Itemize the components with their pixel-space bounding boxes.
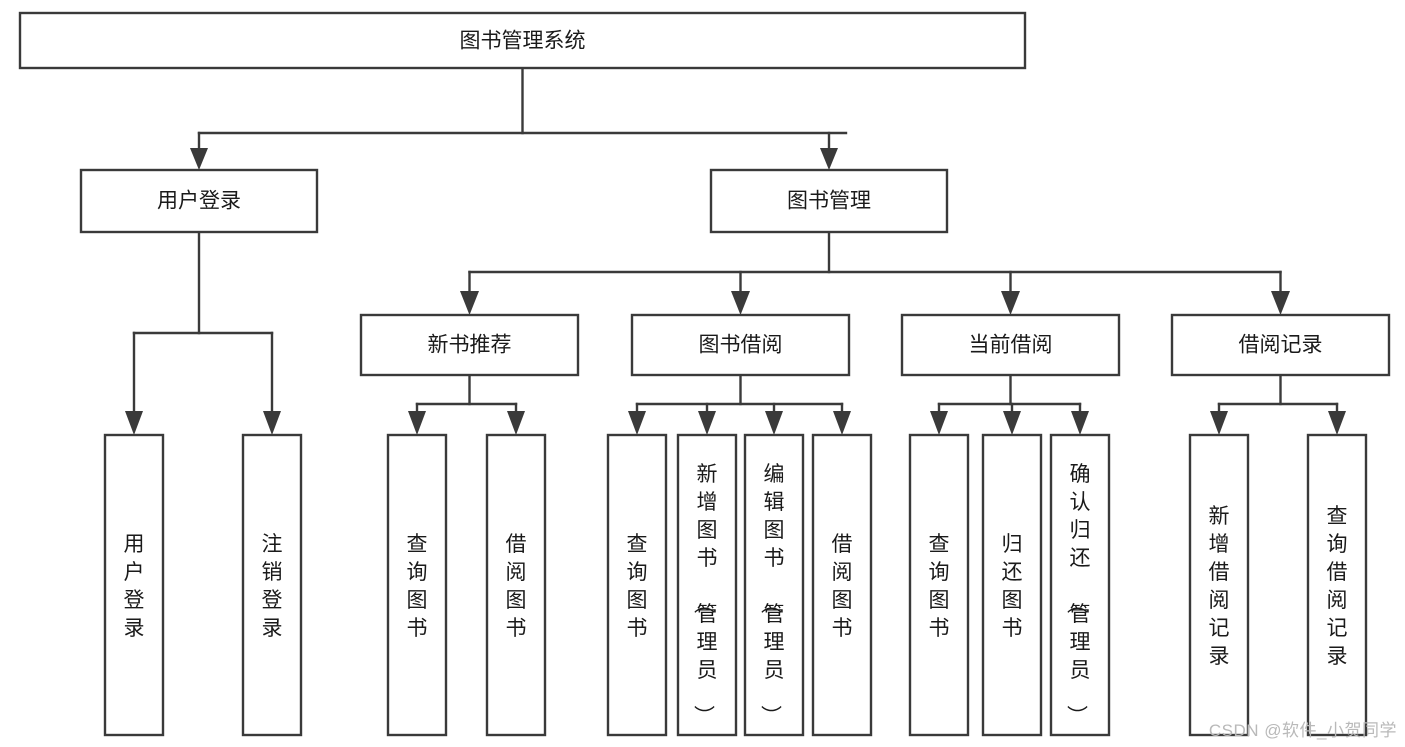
node-user-login[interactable]: 用户登录: [79, 168, 319, 234]
arrow-head-leaf-2: [408, 411, 426, 435]
connector-group-user-login: [125, 230, 281, 435]
leaf-node-2-box[interactable]: [386, 433, 448, 737]
arrow-head-l3-3: [1271, 291, 1290, 315]
node-current-borrow-box[interactable]: [900, 313, 1121, 377]
node-current-borrow-label: 当前借阅: [969, 334, 1053, 357]
arrow-head-leaf-0: [125, 411, 143, 435]
arrow-head-leaf-7: [833, 411, 851, 435]
leaf-node-4-box[interactable]: [606, 433, 668, 737]
node-user-login-box[interactable]: [79, 168, 319, 234]
leaf-node-3[interactable]: 借阅图书: [485, 433, 547, 737]
leaf-node-6-box[interactable]: [743, 433, 805, 737]
leaf-node-8-box[interactable]: [908, 433, 970, 737]
node-root-box[interactable]: [18, 11, 1027, 70]
leaf-node-8-label: 查询图书: [929, 533, 950, 640]
leaf-node-9-label: 归还图书: [1002, 533, 1023, 640]
connector-group-book-borrow: [628, 373, 851, 435]
leaf-node-5-label: 新增图书（管理员）: [692, 463, 718, 726]
arrow-head-l3-0: [460, 291, 479, 315]
leaf-node-3-box[interactable]: [485, 433, 547, 737]
watermark: CSDN @软件_小贺同学: [1208, 721, 1397, 740]
arrow-head-leaf-5: [698, 411, 716, 435]
leaf-node-1-label: 注销登录: [262, 533, 283, 640]
connector-group-borrow-record: [1210, 373, 1346, 435]
node-borrow-record[interactable]: 借阅记录: [1170, 313, 1391, 377]
leaf-node-0[interactable]: 用户登录: [103, 433, 165, 737]
arrow-head-leaf-9: [1003, 411, 1021, 435]
leaf-node-5-box[interactable]: [676, 433, 738, 737]
leaf-node-3-label: 借阅图书: [506, 533, 527, 640]
arrow-head-leaf-4: [628, 411, 646, 435]
node-current-borrow[interactable]: 当前借阅: [900, 313, 1121, 377]
leaf-node-2[interactable]: 查询图书: [386, 433, 448, 737]
leaf-node-9-box[interactable]: [981, 433, 1043, 737]
connector-group-root: [190, 66, 848, 170]
leaf-node-9[interactable]: 归还图书: [981, 433, 1043, 737]
node-borrow-record-label: 借阅记录: [1239, 334, 1323, 357]
arrow-head-l3-2: [1001, 291, 1020, 315]
node-borrow-record-box[interactable]: [1170, 313, 1391, 377]
leaf-node-7-box[interactable]: [811, 433, 873, 737]
leaf-node-11-label: 新增借阅记录: [1209, 505, 1230, 668]
leaf-node-7-label: 借阅图书: [832, 533, 853, 640]
leaf-node-8[interactable]: 查询图书: [908, 433, 970, 737]
leaf-node-12[interactable]: 查询借阅记录: [1306, 433, 1368, 737]
leaf-node-4-label: 查询图书: [627, 533, 648, 640]
node-root[interactable]: 图书管理系统: [18, 11, 1027, 70]
node-new-book-recommend-box[interactable]: [359, 313, 580, 377]
leaf-node-0-label: 用户登录: [124, 533, 145, 640]
node-new-book-recommend[interactable]: 新书推荐: [359, 313, 580, 377]
node-book-management-box[interactable]: [709, 168, 949, 234]
connector-group-new-book-rec: [408, 373, 525, 435]
leaf-node-11[interactable]: 新增借阅记录: [1188, 433, 1250, 737]
node-book-borrow[interactable]: 图书借阅: [630, 313, 851, 377]
arrow-head-leaf-3: [507, 411, 525, 435]
leaf-node-6[interactable]: 编辑图书（管理员）: [743, 433, 805, 737]
arrow-head-l2-1: [820, 148, 838, 170]
leaf-node-1-box[interactable]: [241, 433, 303, 737]
arrow-head-l3-1: [731, 291, 750, 315]
leaf-node-1[interactable]: 注销登录: [241, 433, 303, 737]
connector-group-book-management: [460, 230, 1290, 315]
leaf-node-7[interactable]: 借阅图书: [811, 433, 873, 737]
leaf-node-4[interactable]: 查询图书: [606, 433, 668, 737]
arrow-head-leaf-1: [263, 411, 281, 435]
arrow-head-leaf-12: [1328, 411, 1346, 435]
leaf-node-5[interactable]: 新增图书（管理员）: [676, 433, 738, 737]
connector-group-current-borrow: [930, 373, 1089, 435]
node-book-management[interactable]: 图书管理: [709, 168, 949, 234]
arrow-head-leaf-11: [1210, 411, 1228, 435]
node-user-login-label: 用户登录: [157, 190, 241, 213]
leaf-node-10[interactable]: 确认归还（管理员）: [1049, 433, 1111, 737]
node-new-book-recommend-label: 新书推荐: [428, 334, 512, 357]
node-book-management-label: 图书管理: [787, 190, 871, 213]
leaf-node-0-box[interactable]: [103, 433, 165, 737]
arrow-head-l2-0: [190, 148, 208, 170]
leaf-node-10-box[interactable]: [1049, 433, 1111, 737]
leaf-node-11-box[interactable]: [1188, 433, 1250, 737]
node-book-borrow-box[interactable]: [630, 313, 851, 377]
arrow-head-leaf-8: [930, 411, 948, 435]
node-book-borrow-label: 图书借阅: [699, 334, 783, 357]
node-root-label: 图书管理系统: [460, 30, 586, 53]
leaf-node-2-label: 查询图书: [407, 533, 428, 640]
leaf-node-12-box[interactable]: [1306, 433, 1368, 737]
arrow-head-leaf-6: [765, 411, 783, 435]
arrow-head-leaf-10: [1071, 411, 1089, 435]
leaf-node-10-label: 确认归还（管理员）: [1065, 463, 1091, 726]
leaf-node-6-label: 编辑图书（管理员）: [759, 463, 785, 726]
leaf-node-12-label: 查询借阅记录: [1327, 505, 1348, 668]
